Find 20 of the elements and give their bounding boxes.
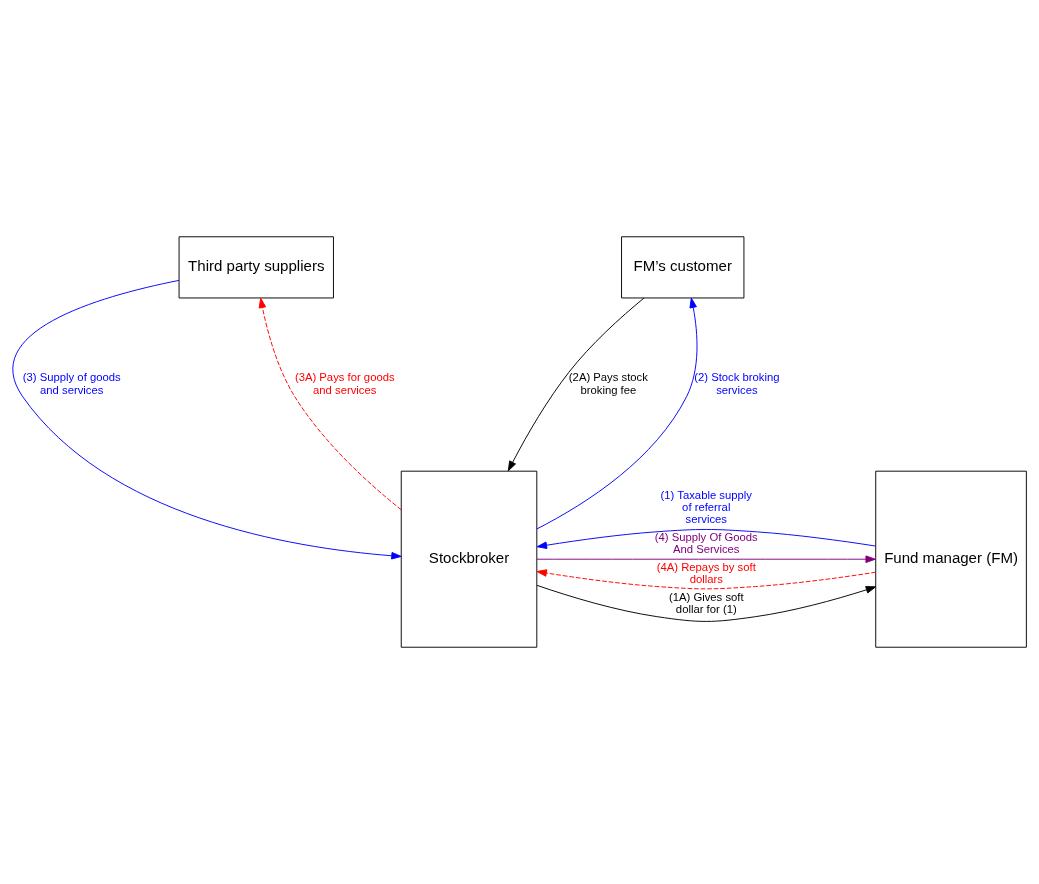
arrow [536,529,876,549]
arrow [258,297,402,511]
node-box: FM’s customer [621,236,745,299]
node-box: Stockbroker [400,470,538,648]
arrow [536,297,698,530]
arrow [12,279,402,560]
arrow [536,584,877,622]
edge-label: (1A) Gives soft dollar for (1) [668,591,744,616]
edge-label: (4A) Repays by soft dollars [656,561,756,586]
edge-label: (3) Supply of goods and services [22,371,121,396]
node-box: Fund manager (FM) [875,470,1027,648]
arrow [536,569,877,590]
node-box: Third party suppliers [178,236,334,299]
arrow [507,297,645,472]
edge-label: (4) Supply Of Goods And Services [654,530,758,556]
edge-label: (1) Taxable supply of referral services [660,488,752,526]
edge-label: (2A) Pays stock broking fee [568,371,648,396]
edge-label: (3A) Pays for goods and services [294,371,395,396]
edge-label: (2) Stock broking services [694,371,780,396]
arrow [536,555,876,563]
